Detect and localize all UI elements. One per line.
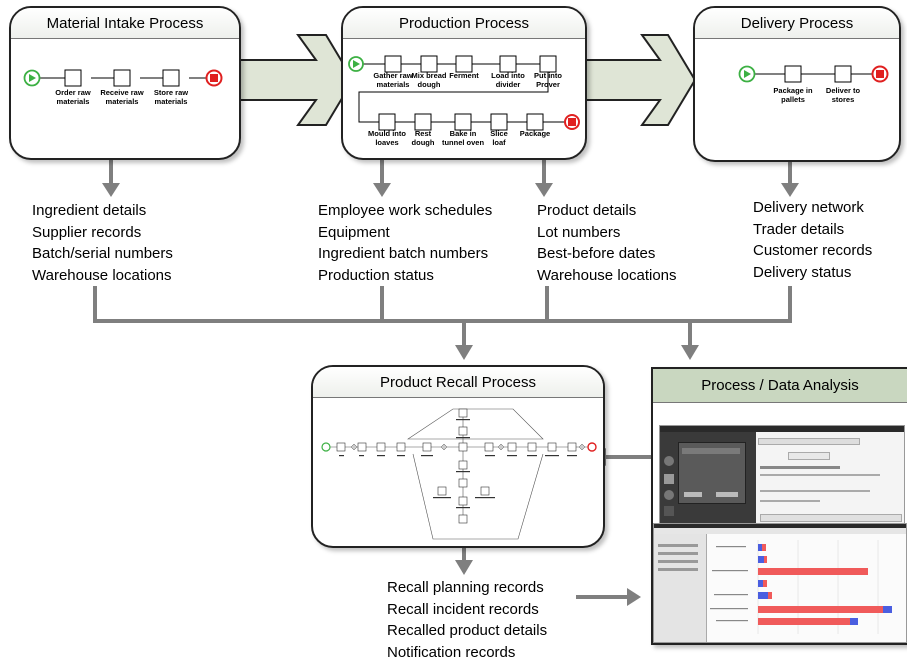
list-item: Equipment [318,222,492,244]
list-item: Supplier records [32,222,173,244]
list-item: Batch/serial numbers [32,243,173,265]
production-title: Production Process [343,8,585,39]
list-item: Delivery network [753,197,872,219]
recall-process-model [313,399,603,545]
product-recall-panel: Product Recall Process [311,365,605,548]
list-item: Product details [537,200,677,222]
production-resources-list: Employee work schedules Equipment Ingred… [318,200,492,286]
performance-bars [708,538,904,638]
list-item: Ingredient batch numbers [318,243,492,265]
list-item: Warehouse locations [32,265,173,287]
delivery-data-list: Delivery network Trader details Customer… [753,197,872,283]
material-intake-title: Material Intake Process [11,8,239,39]
task-receive-raw-materials [114,70,130,86]
delivery-title: Delivery Process [695,8,899,39]
intake-to-production-arrow [240,35,353,125]
list-item: Recall incident records [387,599,547,621]
intake-data-list: Ingredient details Supplier records Batc… [32,200,173,286]
list-item: Best-before dates [537,243,677,265]
product-recall-title: Product Recall Process [313,367,603,398]
list-item: Trader details [753,219,872,241]
recall-data-list: Recall planning records Recall incident … [387,577,547,663]
list-item: Delivery status [753,262,872,284]
task-label: Package [520,129,550,138]
analysis-title: Process / Data Analysis [653,369,907,403]
list-item: Employee work schedules [318,200,492,222]
log-filter-screenshot [659,425,905,527]
start-event-icon [322,443,330,451]
list-item: Production status [318,265,492,287]
task-label: Ferment [449,71,479,80]
production-to-delivery-arrow [585,35,695,125]
list-item: Recalled product details [387,620,547,642]
task-store-raw-materials [163,70,179,86]
list-item: Customer records [753,240,872,262]
process-data-analysis-panel: Process / Data Analysis [651,367,907,645]
list-item: Lot numbers [537,222,677,244]
list-item: Ingredient details [32,200,173,222]
production-panel: Production Process [341,6,587,160]
production-products-list: Product details Lot numbers Best-before … [537,200,677,286]
list-item: Notification records [387,642,547,663]
list-item: Warehouse locations [537,265,677,287]
performance-chart-screenshot [653,523,907,643]
list-item: Recall planning records [387,577,547,599]
task-order-raw-materials [65,70,81,86]
end-event-icon [588,443,596,451]
